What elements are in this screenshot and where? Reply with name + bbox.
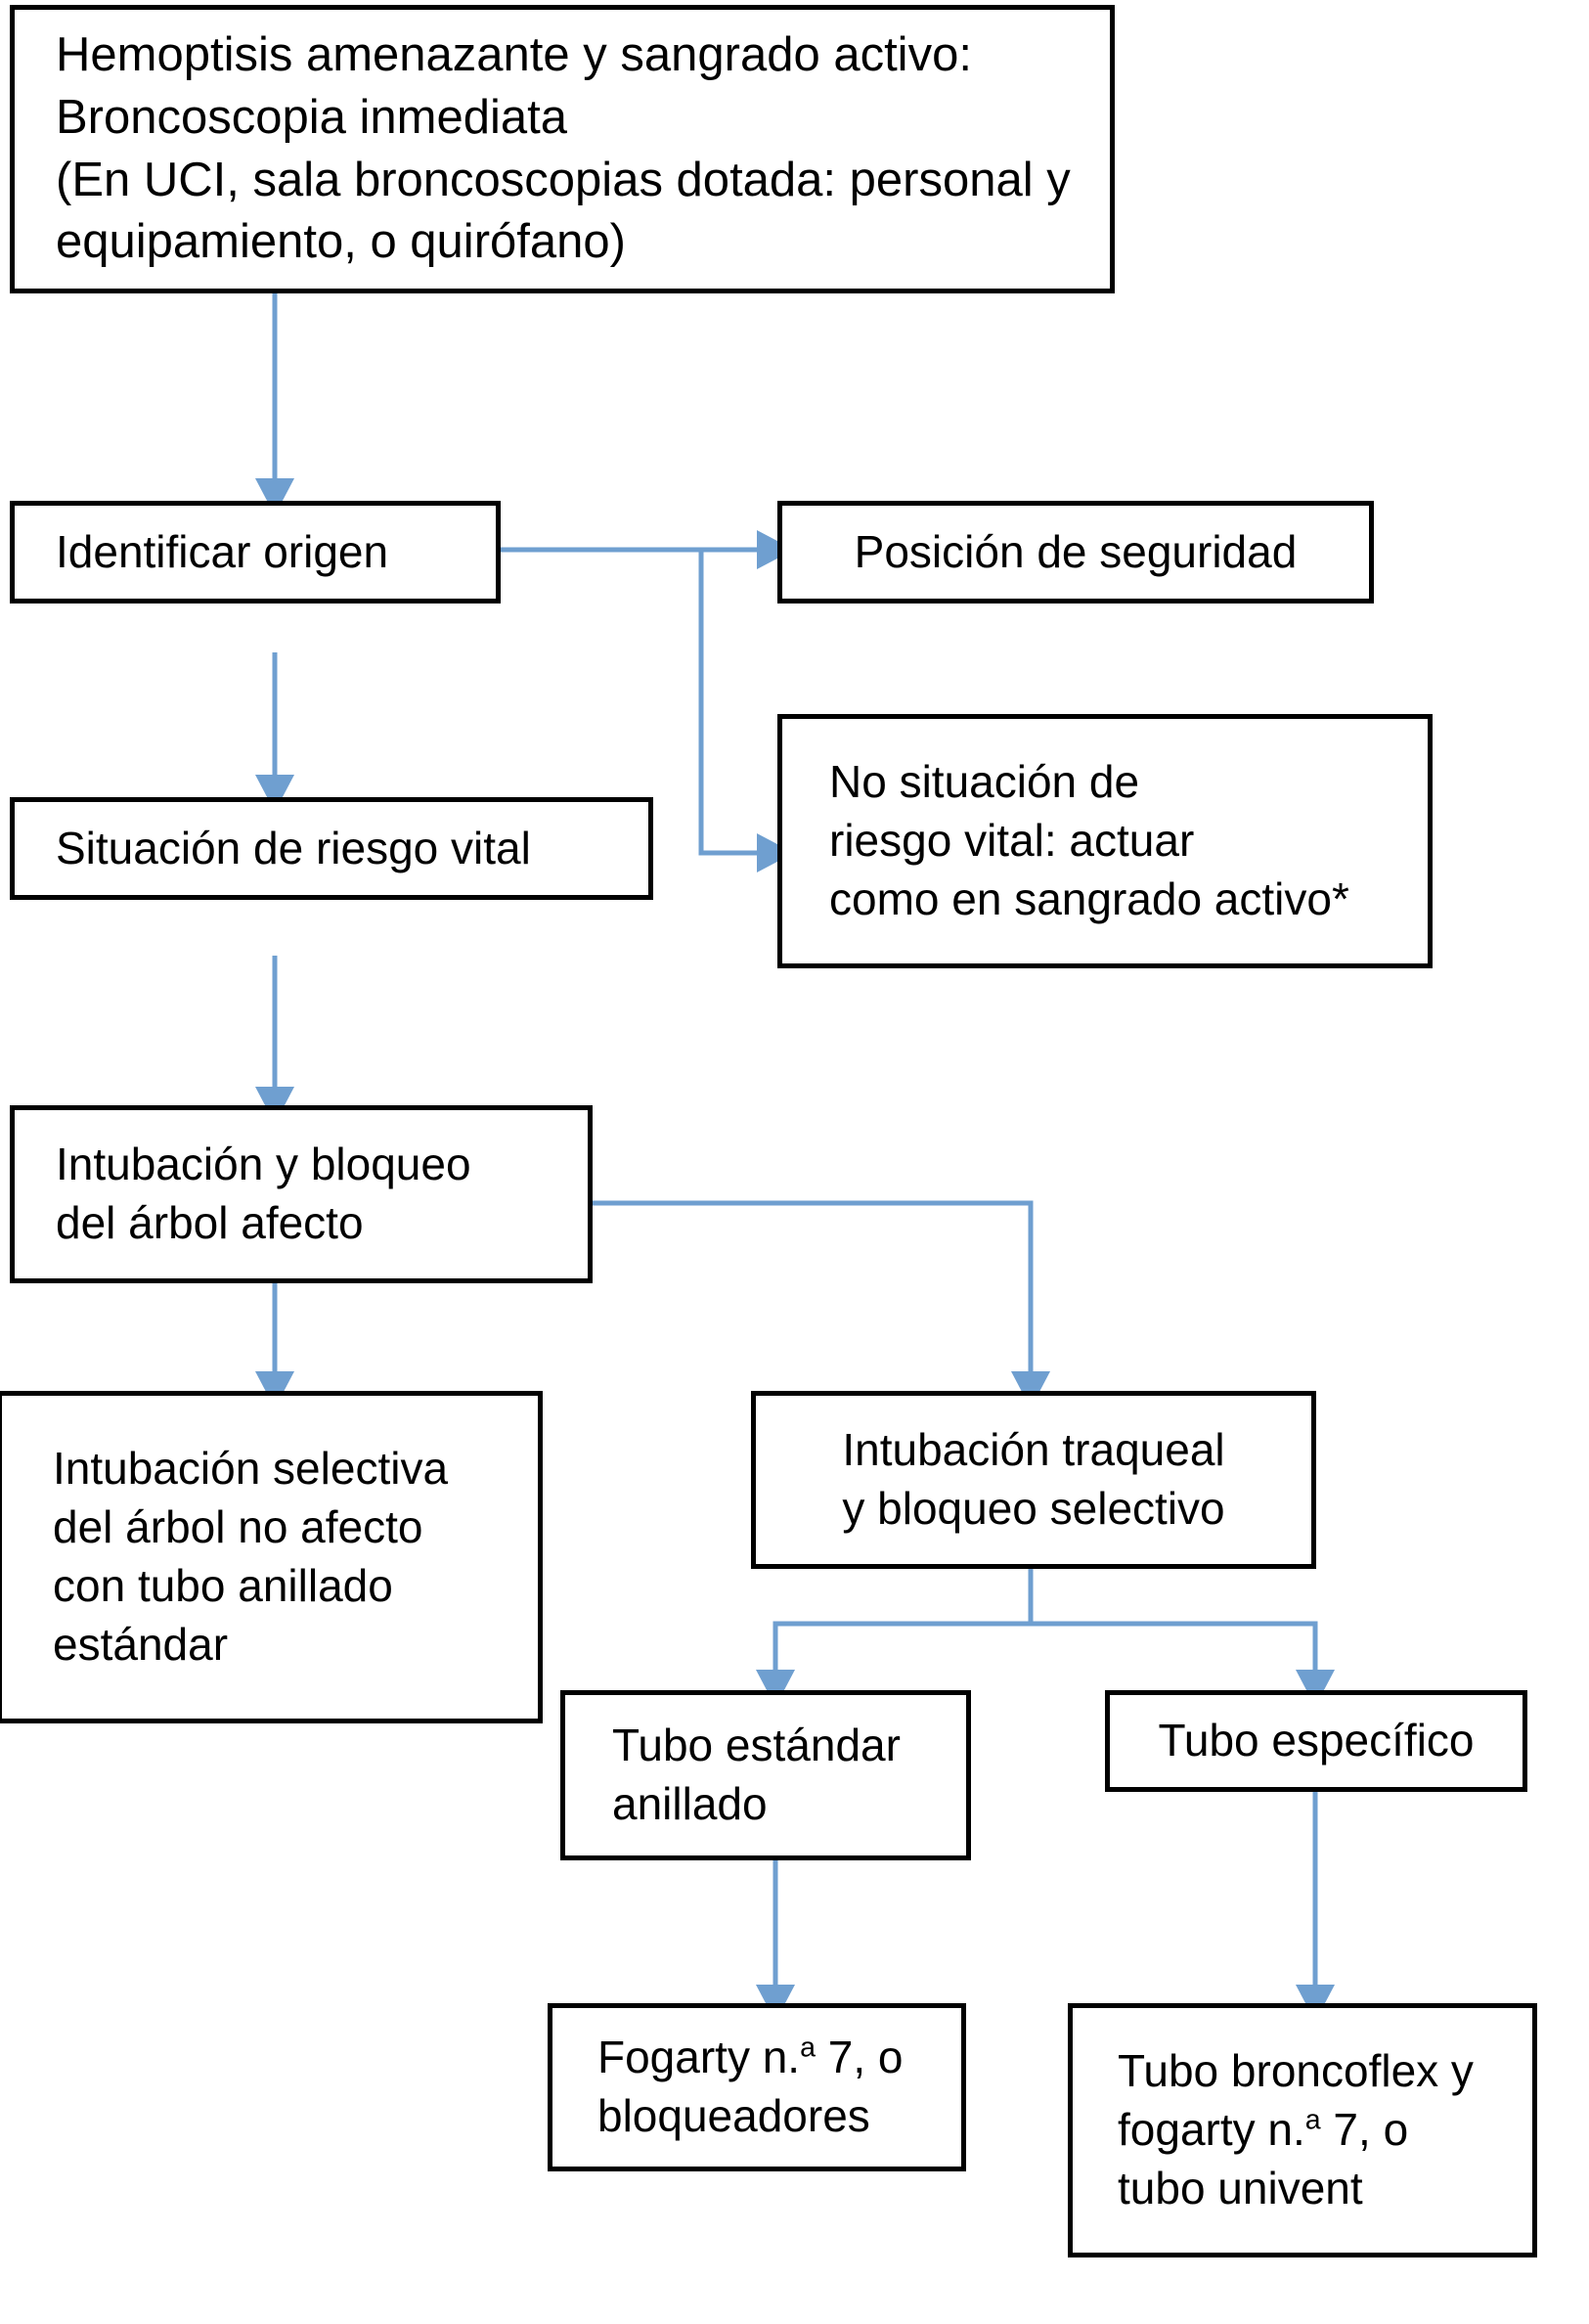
node-intubacion-selectiva-line-3: con tubo anillado [53,1560,393,1611]
superscript-a: a [1304,2104,1321,2136]
node-no-situacion-line-2: riesgo vital: actuar [829,815,1195,867]
node-intubacion-traqueal-line-2: y bloqueo selectivo [842,1483,1225,1534]
edge-intubacion-bloqueo-to-intubacion-traqueal [593,1200,1050,1408]
node-situacion-riesgo-vital[interactable]: Situación de riesgo vital [10,797,653,900]
node-intubacion-selectiva-line-4: estándar [53,1618,229,1670]
node-intubacion-selectiva-line-1: Intubación selectiva [53,1443,449,1495]
node-start-line-4: equipamiento, o quirófano) [56,215,626,269]
node-intubacion-bloqueo-line-1: Intubación y bloqueo [56,1139,471,1190]
node-identificar-origen-label: Identificar origen [56,525,389,577]
node-broncoflex-line-3: tubo univent [1118,2162,1363,2213]
node-situacion-riesgo-vital-label: Situación de riesgo vital [56,822,531,873]
edge-intubacion-traqueal-split-left [756,1565,1034,1707]
node-tubo-especifico[interactable]: Tubo específico [1105,1690,1527,1792]
node-intubacion-traqueal-line-1: Intubación traqueal [842,1424,1225,1476]
node-start[interactable]: Hemoptisis amenazante y sangrado activo:… [10,5,1115,293]
node-intubacion-bloqueo[interactable]: Intubación y bloqueo del árbol afecto [10,1105,593,1283]
node-tubo-broncoflex[interactable]: Tubo broncoflex y fogarty n.a 7, o tubo … [1068,2003,1537,2257]
node-tubo-especifico-label: Tubo específico [1158,1715,1475,1766]
node-fogarty-line-2: bloqueadores [597,2090,870,2141]
node-no-situacion-line-1: No situación de [829,756,1140,808]
edge-identificar-origen-to-no-situacion [698,550,794,872]
node-posicion-seguridad[interactable]: Posición de seguridad [777,501,1374,603]
node-broncoflex-line-1: Tubo broncoflex y [1118,2045,1474,2097]
node-no-situacion-line-3: como en sangrado activo* [829,872,1349,924]
node-intubacion-bloqueo-line-2: del árbol afecto [56,1197,364,1248]
node-start-line-2: Broncoscopia inmediata [56,90,567,144]
node-intubacion-selectiva[interactable]: Intubación selectiva del árbol no afecto… [0,1391,543,1723]
node-fogarty[interactable]: Fogarty n.a 7, o bloqueadores [548,2003,966,2171]
node-intubacion-traqueal[interactable]: Intubación traqueal y bloqueo selectivo [751,1391,1316,1569]
node-no-situacion-riesgo-vital[interactable]: No situación de riesgo vital: actuar com… [777,714,1433,968]
superscript-a: a [800,2032,816,2064]
node-fogarty-line-1: Fogarty n.a 7, o [597,2032,904,2083]
edge-intubacion-traqueal-split-right [1028,1565,1335,1707]
node-identificar-origen[interactable]: Identificar origen [10,501,501,603]
node-start-line-3: (En UCI, sala broncoscopias dotada: pers… [56,153,1071,206]
node-tubo-estandar-anillado[interactable]: Tubo estándar anillado [560,1690,971,1860]
node-start-line-1: Hemoptisis amenazante y sangrado activo: [56,28,972,82]
node-broncoflex-line-2: fogarty n.a 7, o [1118,2104,1409,2156]
node-tubo-estandar-line-1: Tubo estándar [612,1720,901,1771]
node-intubacion-selectiva-line-2: del árbol no afecto [53,1501,423,1553]
node-tubo-estandar-line-2: anillado [612,1778,768,1829]
node-posicion-seguridad-label: Posición de seguridad [854,525,1298,577]
